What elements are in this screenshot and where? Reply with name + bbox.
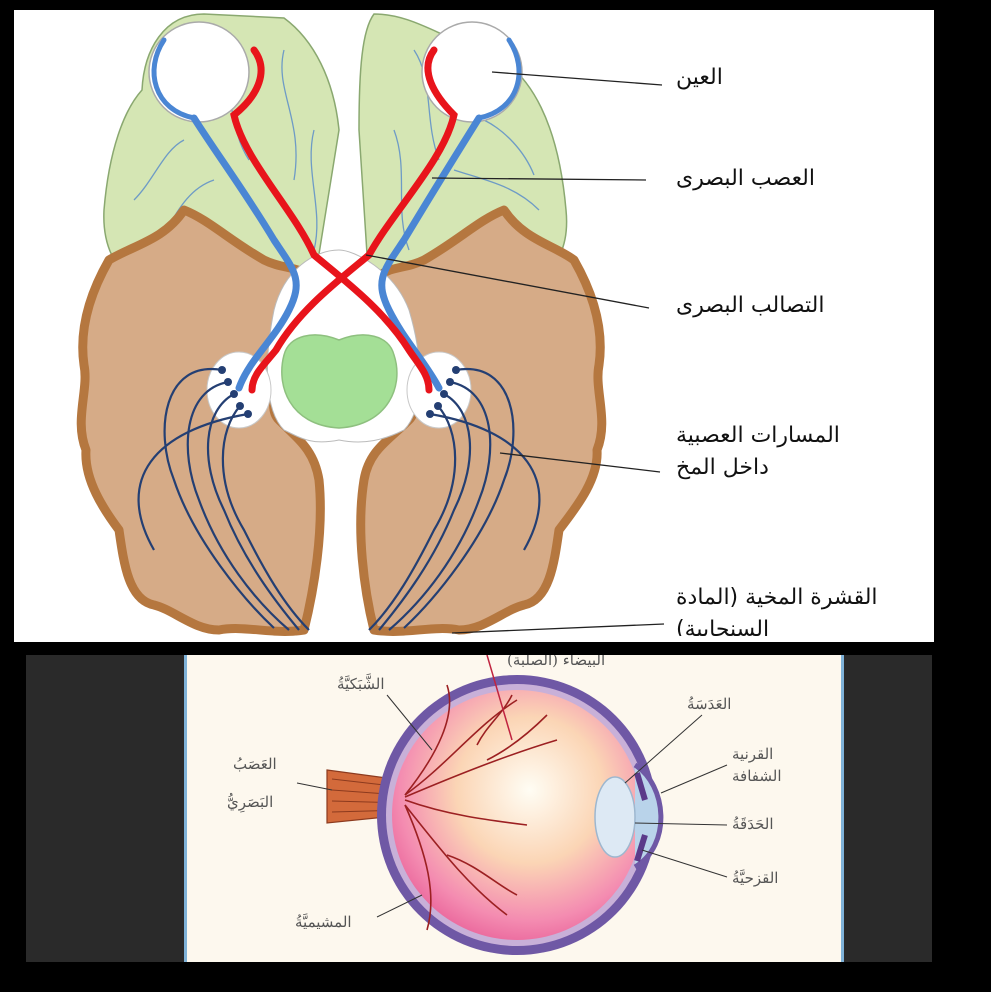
label-optic-nerve-line1: العَصَبُ: [233, 755, 277, 773]
left-brain-hemisphere: [76, 205, 325, 636]
optic-radiations: [137, 367, 541, 631]
visual-pathway-diagram: العين العصب البصرى التصالب البصرى المسار…: [14, 10, 934, 642]
label-lens: العَدَسَةُ: [687, 695, 732, 713]
label-pupil: الحَدَقَةُ: [732, 815, 774, 833]
right-brain-hemisphere: [356, 205, 607, 636]
eye-leader-lines: [296, 694, 728, 918]
label-iris: القزحيَّةُ: [732, 869, 779, 887]
label-retina: الشَّبَكيَّةُ: [337, 675, 385, 693]
label-pathways-line2: داخل المخ: [676, 455, 769, 480]
right-eye-blue-outline: [476, 37, 522, 121]
sclera-arrow: [486, 655, 513, 741]
label-optic-nerve-line2: البَصَرِيُّ: [227, 793, 274, 811]
eye-illustration: [296, 655, 728, 955]
left-red-nerve: [230, 46, 433, 394]
label-sclera: البيضاء (الصلبة): [507, 655, 606, 669]
left-eye: [148, 21, 250, 123]
left-blue-nerve: [190, 114, 300, 392]
eye-anatomy-diagram: البيضاء (الصلبة) الشَّبَكيَّةُ العَدَسَة…: [184, 655, 844, 962]
lens: [594, 776, 636, 858]
label-optic-nerve: العصب البصرى: [676, 166, 815, 191]
left-eye-blue-outline: [151, 37, 197, 121]
center-green-structure: [281, 334, 398, 429]
label-pathways-line1: المسارات العصبية: [676, 423, 840, 448]
label-cornea-line1: القرنية: [732, 745, 774, 763]
right-blue-nerve: [378, 114, 483, 392]
iris: [634, 772, 648, 862]
label-eye: العين: [676, 65, 723, 90]
label-choroid: المشيميَّةُ: [295, 913, 352, 931]
label-cornea-line2: الشفافة: [732, 767, 782, 785]
frontal-gyri: [133, 49, 540, 251]
right-eye: [421, 21, 523, 123]
label-cortex-line2: السنجابية): [676, 617, 770, 636]
label-optic-chiasm: التصالب البصرى: [676, 293, 825, 318]
leader-lines: [365, 71, 665, 634]
brain-illustration: [76, 13, 665, 636]
optic-nerve-fibers: [151, 37, 522, 394]
label-cortex-line1: القشرة المخية (المادة: [676, 585, 878, 610]
right-red-nerve: [248, 46, 458, 394]
